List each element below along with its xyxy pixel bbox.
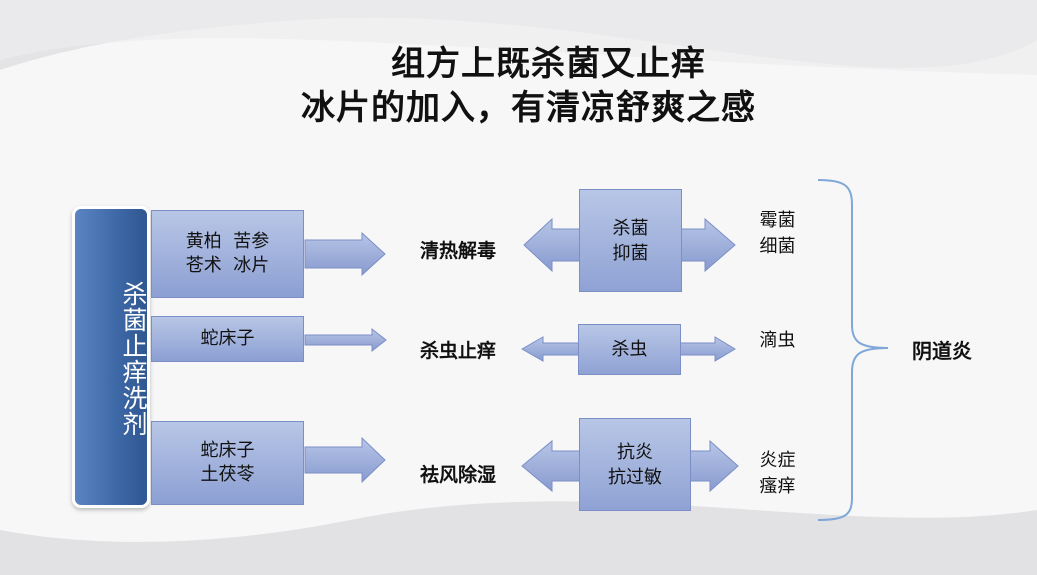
mechanism-box-2: 杀虫 (578, 324, 681, 375)
target-label: 炎症 (759, 450, 796, 471)
right-brace (817, 179, 889, 521)
page-title-line-1: 组方上既杀菌又止痒 (391, 44, 706, 84)
target-group-3: 炎症 瘙痒 (745, 448, 810, 500)
target-label: 细菌 (759, 236, 796, 257)
ingredient-box-1: 黄柏 苦参 苍术 冰片 (151, 210, 304, 298)
product-name: 杀菌止痒洗剂 (119, 281, 148, 437)
effect-label-1: 清热解毒 (419, 240, 496, 262)
mechanism-box-1: 杀菌 抑菌 (579, 189, 682, 292)
disease-label: 阴道炎 (912, 339, 972, 363)
effect-label-2: 杀虫止痒 (419, 340, 496, 362)
ingredient-line: 苍术 冰片 (185, 255, 270, 276)
ingredient-line: 蛇床子 (200, 328, 255, 349)
mechanism-box-3: 抗炎 抗过敏 (579, 418, 691, 511)
page-title-line-2: 冰片的加入，有清凉舒爽之感 (301, 88, 756, 128)
ingredient-line: 土茯苓 (200, 464, 255, 485)
ingredient-line: 黄柏 苦参 (185, 231, 270, 252)
mechanism-line: 抗炎 (617, 441, 653, 463)
ingredient-line: 蛇床子 (200, 440, 255, 461)
mechanism-line: 杀菌 (612, 217, 649, 239)
right-arrow-2 (304, 327, 387, 353)
effect-label-3: 祛风除湿 (419, 464, 496, 486)
mechanism-line: 杀虫 (611, 339, 648, 360)
right-arrow-1 (304, 231, 386, 277)
ingredient-box-2: 蛇床子 (151, 316, 304, 362)
target-label: 瘙痒 (759, 476, 796, 497)
target-label: 滴虫 (759, 330, 796, 351)
target-group-2: 滴虫 (745, 328, 810, 354)
target-group-1: 霉菌 细菌 (745, 208, 810, 260)
target-label: 霉菌 (759, 210, 796, 231)
mechanism-line: 抗过敏 (608, 466, 662, 488)
mechanism-line: 抑菌 (612, 242, 649, 264)
right-arrow-3 (304, 436, 386, 484)
ingredient-box-3: 蛇床子 土茯苓 (151, 421, 304, 505)
product-box: 杀菌止痒洗剂 (72, 206, 150, 508)
